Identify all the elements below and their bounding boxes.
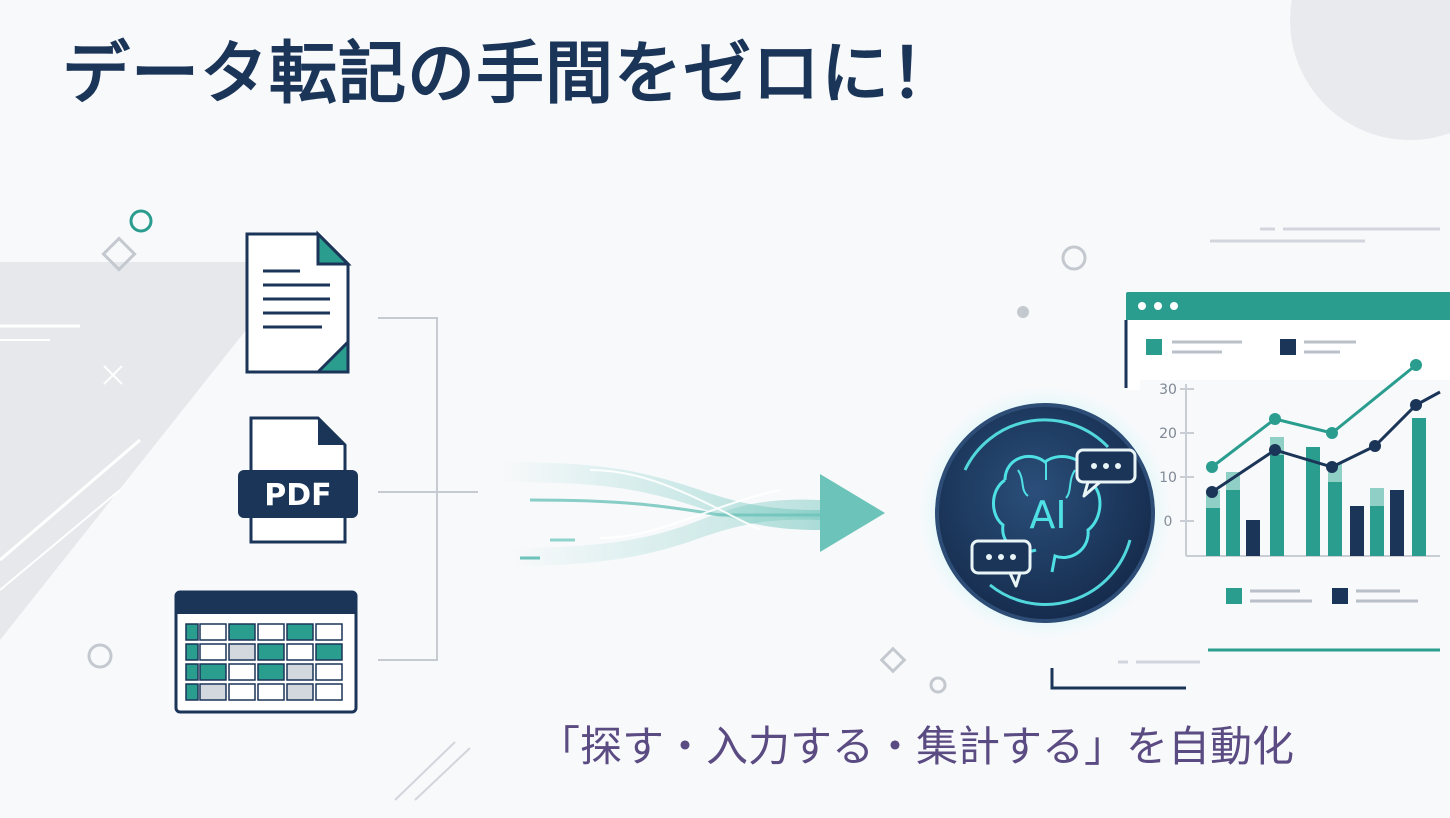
chart-bar bbox=[1328, 482, 1342, 556]
ai-label: AI bbox=[1029, 493, 1066, 537]
input-connector bbox=[378, 317, 478, 661]
y-tick-label: 30 bbox=[1159, 382, 1177, 398]
line-point bbox=[1269, 413, 1281, 425]
line-point bbox=[1326, 461, 1338, 473]
line-point bbox=[1206, 486, 1218, 498]
chart-bar bbox=[1226, 490, 1240, 556]
sheet-cell bbox=[257, 663, 285, 681]
sheet-cell bbox=[185, 643, 199, 661]
sheet-cell bbox=[185, 623, 199, 641]
sheet-cell bbox=[228, 683, 256, 701]
y-tick-label: 20 bbox=[1159, 426, 1177, 442]
chart-bar-cap bbox=[1370, 488, 1384, 506]
sheet-cell bbox=[199, 623, 227, 641]
ai-brain-icon: AI bbox=[913, 381, 1177, 645]
sheet-cell bbox=[315, 643, 343, 661]
line-point bbox=[1369, 440, 1381, 452]
sheet-cell bbox=[315, 663, 343, 681]
chart-bar bbox=[1270, 455, 1284, 556]
sheet-cell bbox=[199, 643, 227, 661]
sheet-cell bbox=[286, 623, 314, 641]
chart-bar bbox=[1306, 447, 1320, 556]
sheet-cell bbox=[185, 663, 199, 681]
sheet-cell bbox=[315, 683, 343, 701]
tagline: 「探す・入力する・集計する」を自動化 bbox=[538, 722, 1295, 771]
chart-bar bbox=[1206, 508, 1220, 556]
line-point bbox=[1269, 444, 1281, 456]
background-decor bbox=[0, 0, 1450, 801]
sheet-cell bbox=[199, 683, 227, 701]
line-point bbox=[1410, 399, 1422, 411]
document-icon bbox=[245, 230, 352, 374]
line-series-teal bbox=[1211, 363, 1417, 469]
flow-arrow-icon bbox=[500, 462, 885, 566]
sheet-cell bbox=[185, 683, 199, 701]
sheet-cell bbox=[315, 623, 343, 641]
sheet-cell bbox=[228, 643, 256, 661]
dashboard-chart-icon: 30 20 10 0 bbox=[1050, 292, 1450, 690]
sheet-cell bbox=[257, 623, 285, 641]
sheet-cell bbox=[228, 663, 256, 681]
chat-bubble-icon bbox=[1075, 448, 1137, 498]
sheet-cell bbox=[257, 643, 285, 661]
pdf-label: PDF bbox=[264, 478, 331, 513]
bar-series bbox=[1206, 418, 1426, 556]
chart-bar bbox=[1246, 520, 1260, 556]
chart-bar bbox=[1370, 506, 1384, 556]
line-point bbox=[1326, 427, 1338, 439]
sheet-cell bbox=[257, 683, 285, 701]
pdf-file-icon: PDF bbox=[238, 416, 358, 544]
line-point bbox=[1410, 359, 1422, 371]
chart-bar bbox=[1350, 506, 1364, 556]
sheet-cell bbox=[286, 643, 314, 661]
sheet-cell bbox=[286, 663, 314, 681]
chat-bubble-icon bbox=[970, 539, 1032, 588]
line-points bbox=[1206, 359, 1422, 498]
headline: データ転記の手間をゼロに！ bbox=[62, 35, 960, 114]
sheet-cell bbox=[199, 663, 227, 681]
chart-bar bbox=[1412, 418, 1426, 556]
spreadsheet-icon bbox=[174, 590, 358, 714]
line-point bbox=[1206, 461, 1218, 473]
chart-bar bbox=[1390, 490, 1404, 556]
sheet-cell bbox=[286, 683, 314, 701]
sheet-cell bbox=[228, 623, 256, 641]
